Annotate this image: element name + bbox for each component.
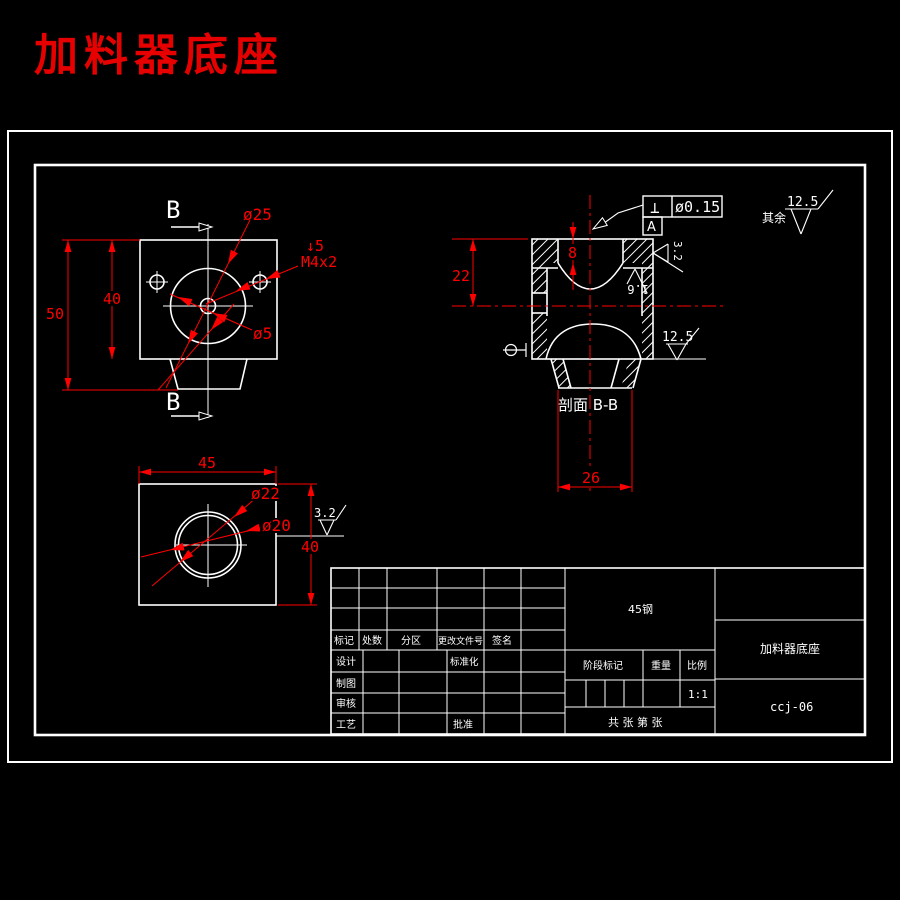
dim-50: 50 — [46, 305, 64, 323]
stage-label: 阶段标记 — [583, 659, 623, 672]
role-standardization: 标准化 — [450, 656, 479, 668]
general-roughness-note: 其余 12.5 — [762, 189, 834, 235]
dim-45: 45 — [198, 454, 216, 472]
front-boss-outline — [169, 358, 248, 390]
label-d25: ø25 — [243, 205, 272, 224]
roughness-1_6: 1.6 — [627, 282, 649, 296]
label-d22: ø22 — [251, 484, 280, 503]
label-d20: ø20 — [262, 516, 291, 535]
label-m4x2: M4x2 — [301, 253, 337, 271]
top-dimension-arrows — [139, 468, 315, 605]
datum-letter: A — [647, 220, 656, 235]
general-note-value: 12.5 — [787, 195, 818, 210]
header-mark: 标记 — [334, 635, 354, 647]
section-dimension-arrows — [469, 227, 632, 491]
sheet-note: 共 张 第 张 — [608, 715, 663, 729]
roughness-3_2-side: 3.2 — [671, 241, 684, 261]
dim-8: 8 — [568, 244, 577, 262]
roughness-12_5-symbol — [666, 327, 700, 361]
label-d22-mask — [249, 486, 283, 501]
section-view: ⊥ ø0.15 A 22 8 — [452, 195, 723, 492]
dim-8-mask — [566, 244, 581, 260]
top-view: 3.2 45 40 ø22 ø20 — [138, 454, 347, 606]
roughness-3_2-symbol — [652, 243, 684, 273]
dim-26-mask — [580, 468, 604, 485]
general-roughness-symbol — [785, 189, 834, 235]
role-process: 工艺 — [336, 719, 356, 731]
label-d5: ø5 — [253, 324, 272, 343]
header-count: 处数 — [362, 634, 382, 647]
roughness-12_5: 12.5 — [662, 330, 693, 345]
page-title: 加料器底座 — [34, 30, 284, 81]
front-view: B B 50 — [46, 196, 337, 421]
front-dimension-arrows — [64, 240, 281, 390]
drawing-frame — [7, 130, 893, 763]
top-centerlines — [176, 504, 247, 587]
dim-26: 26 — [582, 469, 600, 487]
front-dimension-lines — [62, 219, 299, 391]
label-depth5: ↓5 — [306, 237, 324, 255]
left-datum-symbol — [503, 343, 527, 357]
tolerance-symbol: ⊥ — [650, 198, 660, 217]
role-check: 审核 — [336, 697, 356, 710]
top-roughness: 3.2 — [314, 506, 336, 520]
title-block: 标记 处数 分区 更改文件号 签名 设计 标准化 制图 审核 工艺 批准 45钢… — [330, 567, 866, 735]
section-arrow-bottom — [198, 411, 214, 421]
header-signature: 签名 — [492, 634, 512, 647]
top-roughness-symbol — [318, 504, 347, 536]
section-label: 剖面 B-B — [558, 396, 618, 414]
datum-leader-arrow — [591, 216, 609, 230]
front-centerlines — [146, 224, 271, 418]
role-design: 设计 — [336, 655, 356, 668]
tolerance-frame: ⊥ ø0.15 A — [591, 195, 723, 236]
section-mark-bottom: B — [166, 388, 180, 416]
scale-value: 1:1 — [688, 688, 708, 701]
dim-40-mask — [101, 291, 123, 306]
top-plate-outline — [138, 483, 277, 606]
title-block-outline — [330, 567, 866, 735]
weight-label: 重量 — [651, 659, 671, 672]
role-draft: 制图 — [336, 677, 356, 690]
title-block-texts: 标记 处数 分区 更改文件号 签名 设计 标准化 制图 审核 工艺 批准 45钢… — [334, 603, 820, 731]
general-note-prefix: 其余 — [762, 210, 786, 225]
header-zone: 分区 — [401, 635, 421, 647]
section-arrow-top — [198, 222, 214, 232]
scale-label: 比例 — [687, 659, 707, 672]
part-name: 加料器底座 — [760, 641, 820, 656]
dim-40: 40 — [103, 290, 121, 308]
tolerance-value: ø0.15 — [675, 198, 720, 216]
title-block-grid — [331, 568, 865, 734]
drawing-number: ccj-06 — [770, 700, 813, 714]
inner-border — [33, 163, 867, 737]
section-hatching — [532, 239, 653, 388]
dim-22: 22 — [452, 267, 470, 285]
role-approve: 批准 — [453, 718, 473, 731]
outer-border — [7, 130, 893, 763]
top-dim-40-mask — [299, 539, 322, 554]
header-change-file: 更改文件号 — [438, 635, 483, 647]
datum-leader — [599, 204, 644, 227]
roughness-1_6-symbol — [626, 268, 648, 294]
section-outline — [531, 238, 654, 389]
label-d20-mask — [260, 518, 294, 533]
section-mark-top: B — [166, 196, 180, 224]
top-dim-40: 40 — [301, 538, 319, 556]
material-value: 45钢 — [628, 603, 653, 616]
section-centerlines — [452, 195, 723, 492]
